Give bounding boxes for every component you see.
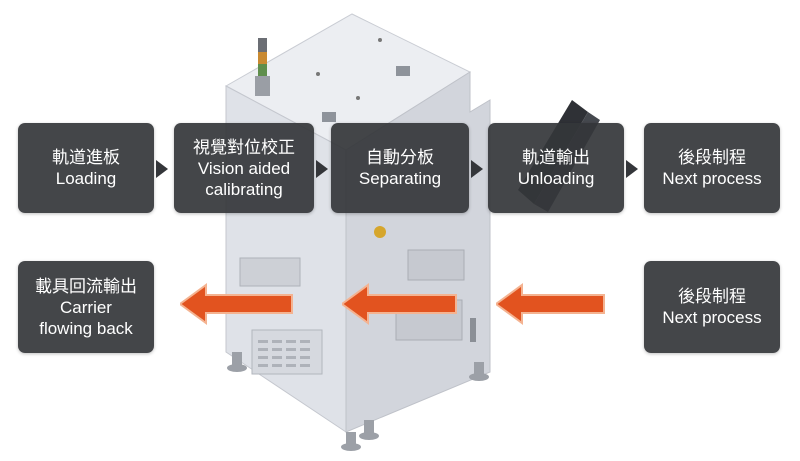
orange-arrow-left-2 (342, 283, 457, 325)
step-carrier-flowing-back: 載具回流輸出 Carrier flowing back (18, 261, 154, 353)
step-vision-en-line1: Vision aided (197, 158, 291, 178)
step-loading-zh: 軌道進板 (52, 148, 120, 167)
step-loading-en: Loading (55, 169, 117, 188)
step-next-process-top: 後段制程 Next process (644, 123, 780, 213)
step-separating: 自動分板 Separating (331, 123, 469, 213)
step-carrier-en-line2: flowing back (39, 318, 133, 338)
step-unloading: 軌道輸出 Unloading (488, 123, 624, 213)
step-carrier-zh: 載具回流輸出 (35, 276, 137, 296)
step-vision-en-line2: calibrating (205, 179, 283, 199)
orange-arrow-left-3 (496, 283, 605, 325)
step-loading: 軌道進板 Loading (18, 123, 154, 213)
step-next-top-zh: 後段制程 (678, 148, 746, 167)
orange-arrow-left-1 (180, 283, 293, 325)
step-unloading-en: Unloading (517, 169, 595, 188)
step-vision-zh: 視覺對位校正 (193, 137, 295, 157)
step-next-bottom-en: Next process (662, 308, 762, 327)
step-separating-en: Separating (358, 169, 442, 188)
step-carrier-en-line1: Carrier (60, 297, 112, 317)
arrow-right-2 (316, 160, 328, 178)
step-vision-calibrating: 視覺對位校正 Vision aided calibrating (174, 123, 314, 213)
step-next-process-bottom: 後段制程 Next process (644, 261, 780, 353)
step-unloading-zh: 軌道輸出 (522, 148, 590, 167)
step-next-bottom-zh: 後段制程 (678, 287, 746, 306)
arrow-right-3 (471, 160, 483, 178)
arrow-right-1 (156, 160, 168, 178)
arrow-right-4 (626, 160, 638, 178)
step-separating-zh: 自動分板 (366, 148, 434, 167)
step-next-top-en: Next process (662, 169, 762, 188)
